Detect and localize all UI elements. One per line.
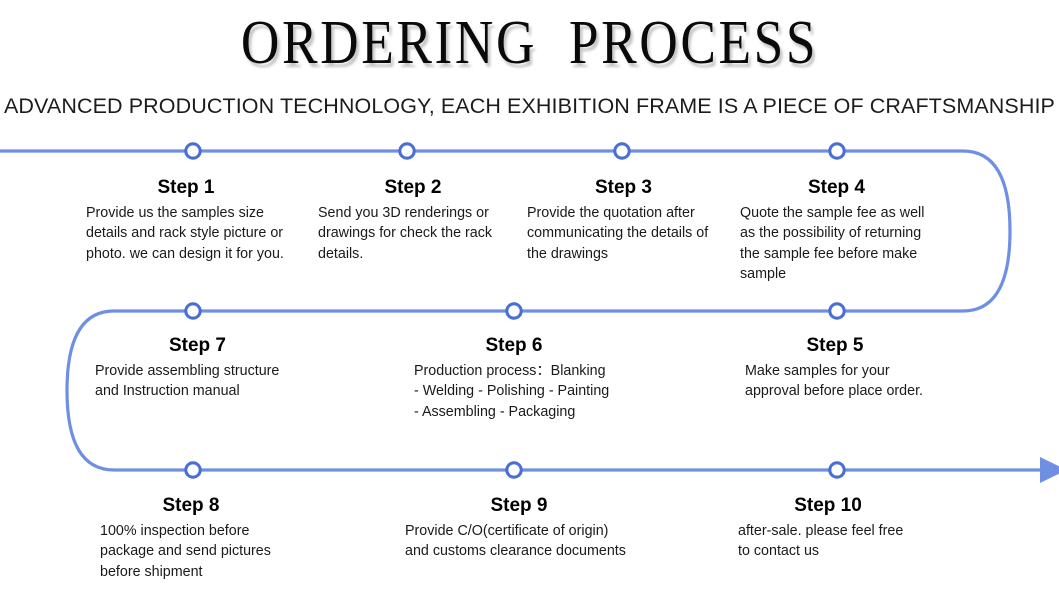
timeline-node-step-9 bbox=[505, 461, 523, 479]
step-item-3: Step 3 Provide the quotation after commu… bbox=[527, 176, 720, 264]
step-10-body: after-sale. please feel free to contact … bbox=[738, 523, 904, 560]
step-item-4: Step 4 Quote the sample fee as well as t… bbox=[740, 176, 933, 284]
step-7-body: Provide assembling structure and Instruc… bbox=[95, 363, 280, 400]
step-item-9: Step 9 Provide C/O(certificate of origin… bbox=[405, 494, 633, 562]
step-item-6: Step 6 Production process：Blanking - Wel… bbox=[414, 334, 614, 422]
timeline-node-step-10 bbox=[828, 461, 846, 479]
page-title: ORDERING PROCESS bbox=[240, 9, 819, 77]
step-8-title: Step 8 bbox=[162, 495, 220, 516]
step-item-1: Step 1 Provide us the samples size detai… bbox=[86, 176, 286, 264]
step-3-title: Step 3 bbox=[594, 177, 653, 198]
page-subtitle: ADVANCED PRODUCTION TECHNOLOGY, EACH EXH… bbox=[3, 94, 1056, 118]
step-5-body: Make samples for your approval before pl… bbox=[745, 363, 924, 400]
step-2-title: Step 2 bbox=[384, 177, 442, 198]
step-9-body: Provide C/O(certificate of origin) and c… bbox=[405, 523, 626, 560]
timeline-node-step-2 bbox=[398, 142, 416, 160]
timeline-node-step-3 bbox=[613, 142, 631, 160]
step-8-body: 100% inspection before package and send … bbox=[100, 523, 271, 580]
step-4-title: Step 4 bbox=[807, 177, 866, 198]
step-3-body: Provide the quotation after communicatin… bbox=[527, 205, 709, 262]
timeline-node-step-6 bbox=[505, 302, 523, 320]
timeline-node-step-8 bbox=[184, 461, 202, 479]
timeline-node-step-1 bbox=[184, 142, 202, 160]
step-6-body: Production process：Blanking - Welding - … bbox=[414, 363, 610, 420]
step-1-body: Provide us the samples size details and … bbox=[86, 205, 284, 262]
step-item-5: Step 5 Make samples for your approval be… bbox=[745, 334, 925, 402]
step-4-body: Quote the sample fee as well as the poss… bbox=[740, 205, 925, 282]
step-7-title: Step 7 bbox=[168, 335, 227, 356]
timeline-node-step-5 bbox=[828, 302, 846, 320]
step-5-title: Step 5 bbox=[806, 335, 864, 356]
step-item-8: Step 8 100% inspection before package an… bbox=[100, 494, 282, 582]
timeline-node-step-4 bbox=[828, 142, 846, 160]
step-1-title: Step 1 bbox=[157, 177, 215, 198]
step-6-title: Step 6 bbox=[485, 335, 543, 356]
step-item-2: Step 2 Send you 3D renderings or drawing… bbox=[318, 176, 508, 264]
step-2-body: Send you 3D renderings or drawings for c… bbox=[318, 205, 493, 262]
step-10-title: Step 10 bbox=[794, 495, 862, 516]
step-9-title: Step 9 bbox=[490, 495, 548, 516]
timeline-node-step-7 bbox=[184, 302, 202, 320]
step-item-10: Step 10 after-sale. please feel free to … bbox=[738, 494, 918, 562]
step-item-7: Step 7 Provide assembling structure and … bbox=[95, 334, 300, 402]
